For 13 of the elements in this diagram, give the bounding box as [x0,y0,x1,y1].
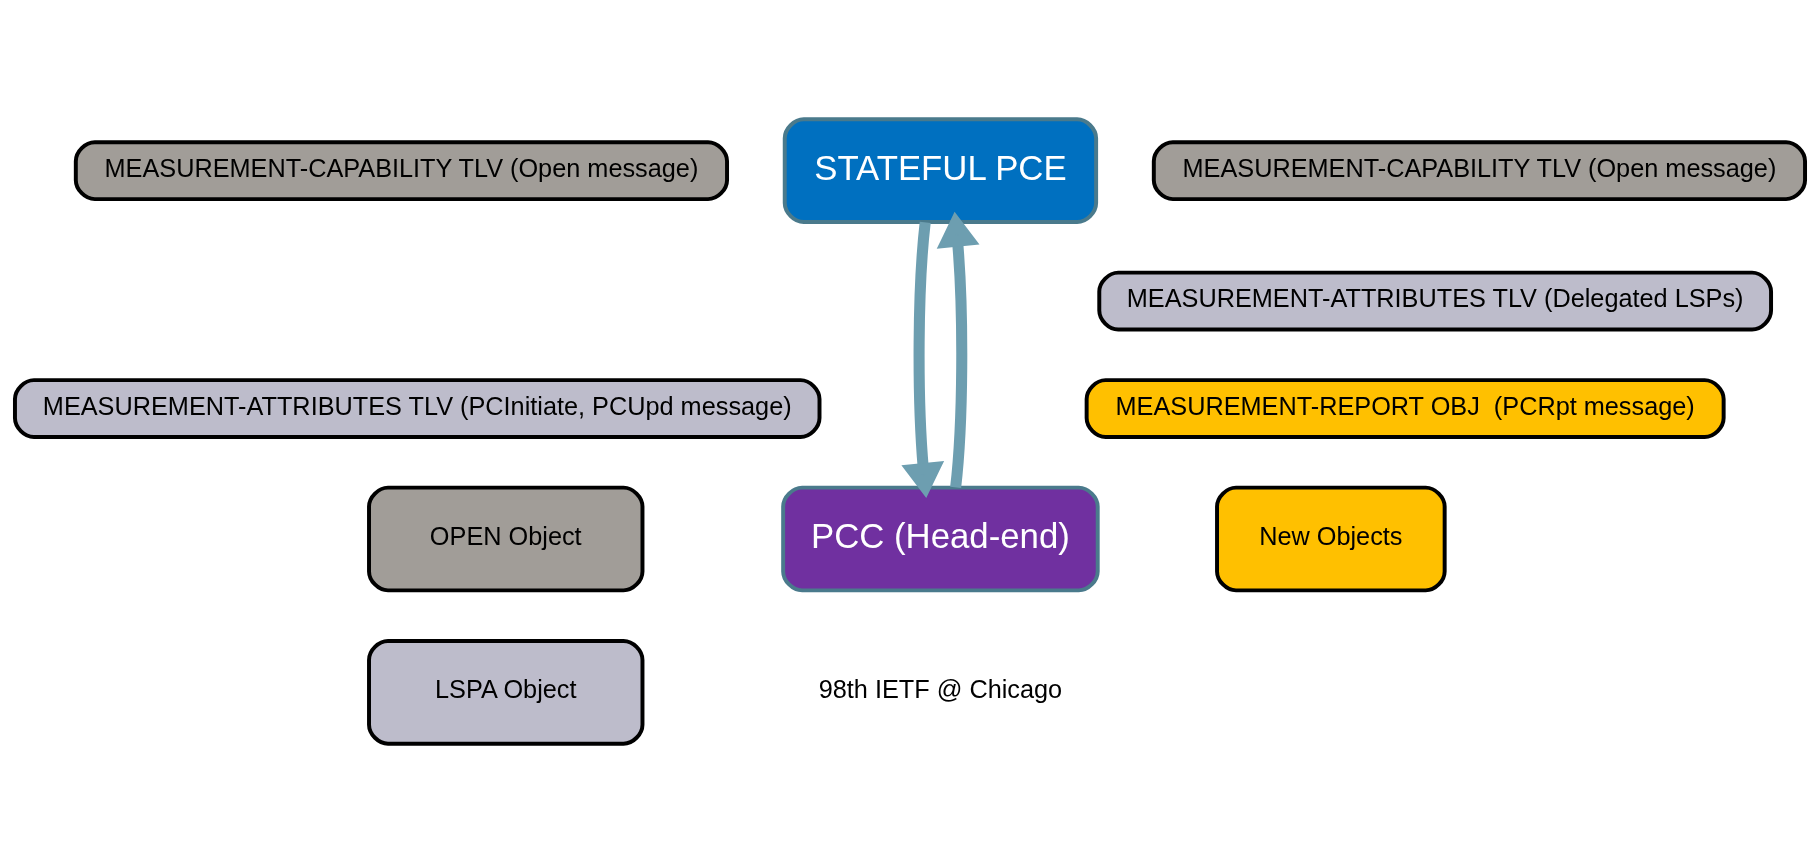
node-box: MEASUREMENT-ATTRIBUTES TLV (Delegated LSPs) [1097,270,1774,332]
node-box: LSPA Object [367,638,645,746]
arrow [901,221,945,498]
node-box: MEASUREMENT-CAPABILITY TLV (Open message) [1151,139,1807,201]
node-box: MEASUREMENT-ATTRIBUTES TLV (PCInitiate, PCUpd message) [13,377,822,439]
arrow [936,211,980,488]
node-box: New Objects [1215,485,1447,592]
node-box: STATEFUL PCE [782,116,1099,224]
node-box: MEASUREMENT-CAPABILITY TLV (Open message) [73,139,729,201]
node-box: MEASUREMENT-REPORT OBJ (PCRpt message) [1084,377,1726,439]
label: 98th IETF @ Chicago [818,674,1063,703]
node-box: PCC (Head-end) [781,485,1100,592]
node-box: OPEN Object [367,485,645,592]
